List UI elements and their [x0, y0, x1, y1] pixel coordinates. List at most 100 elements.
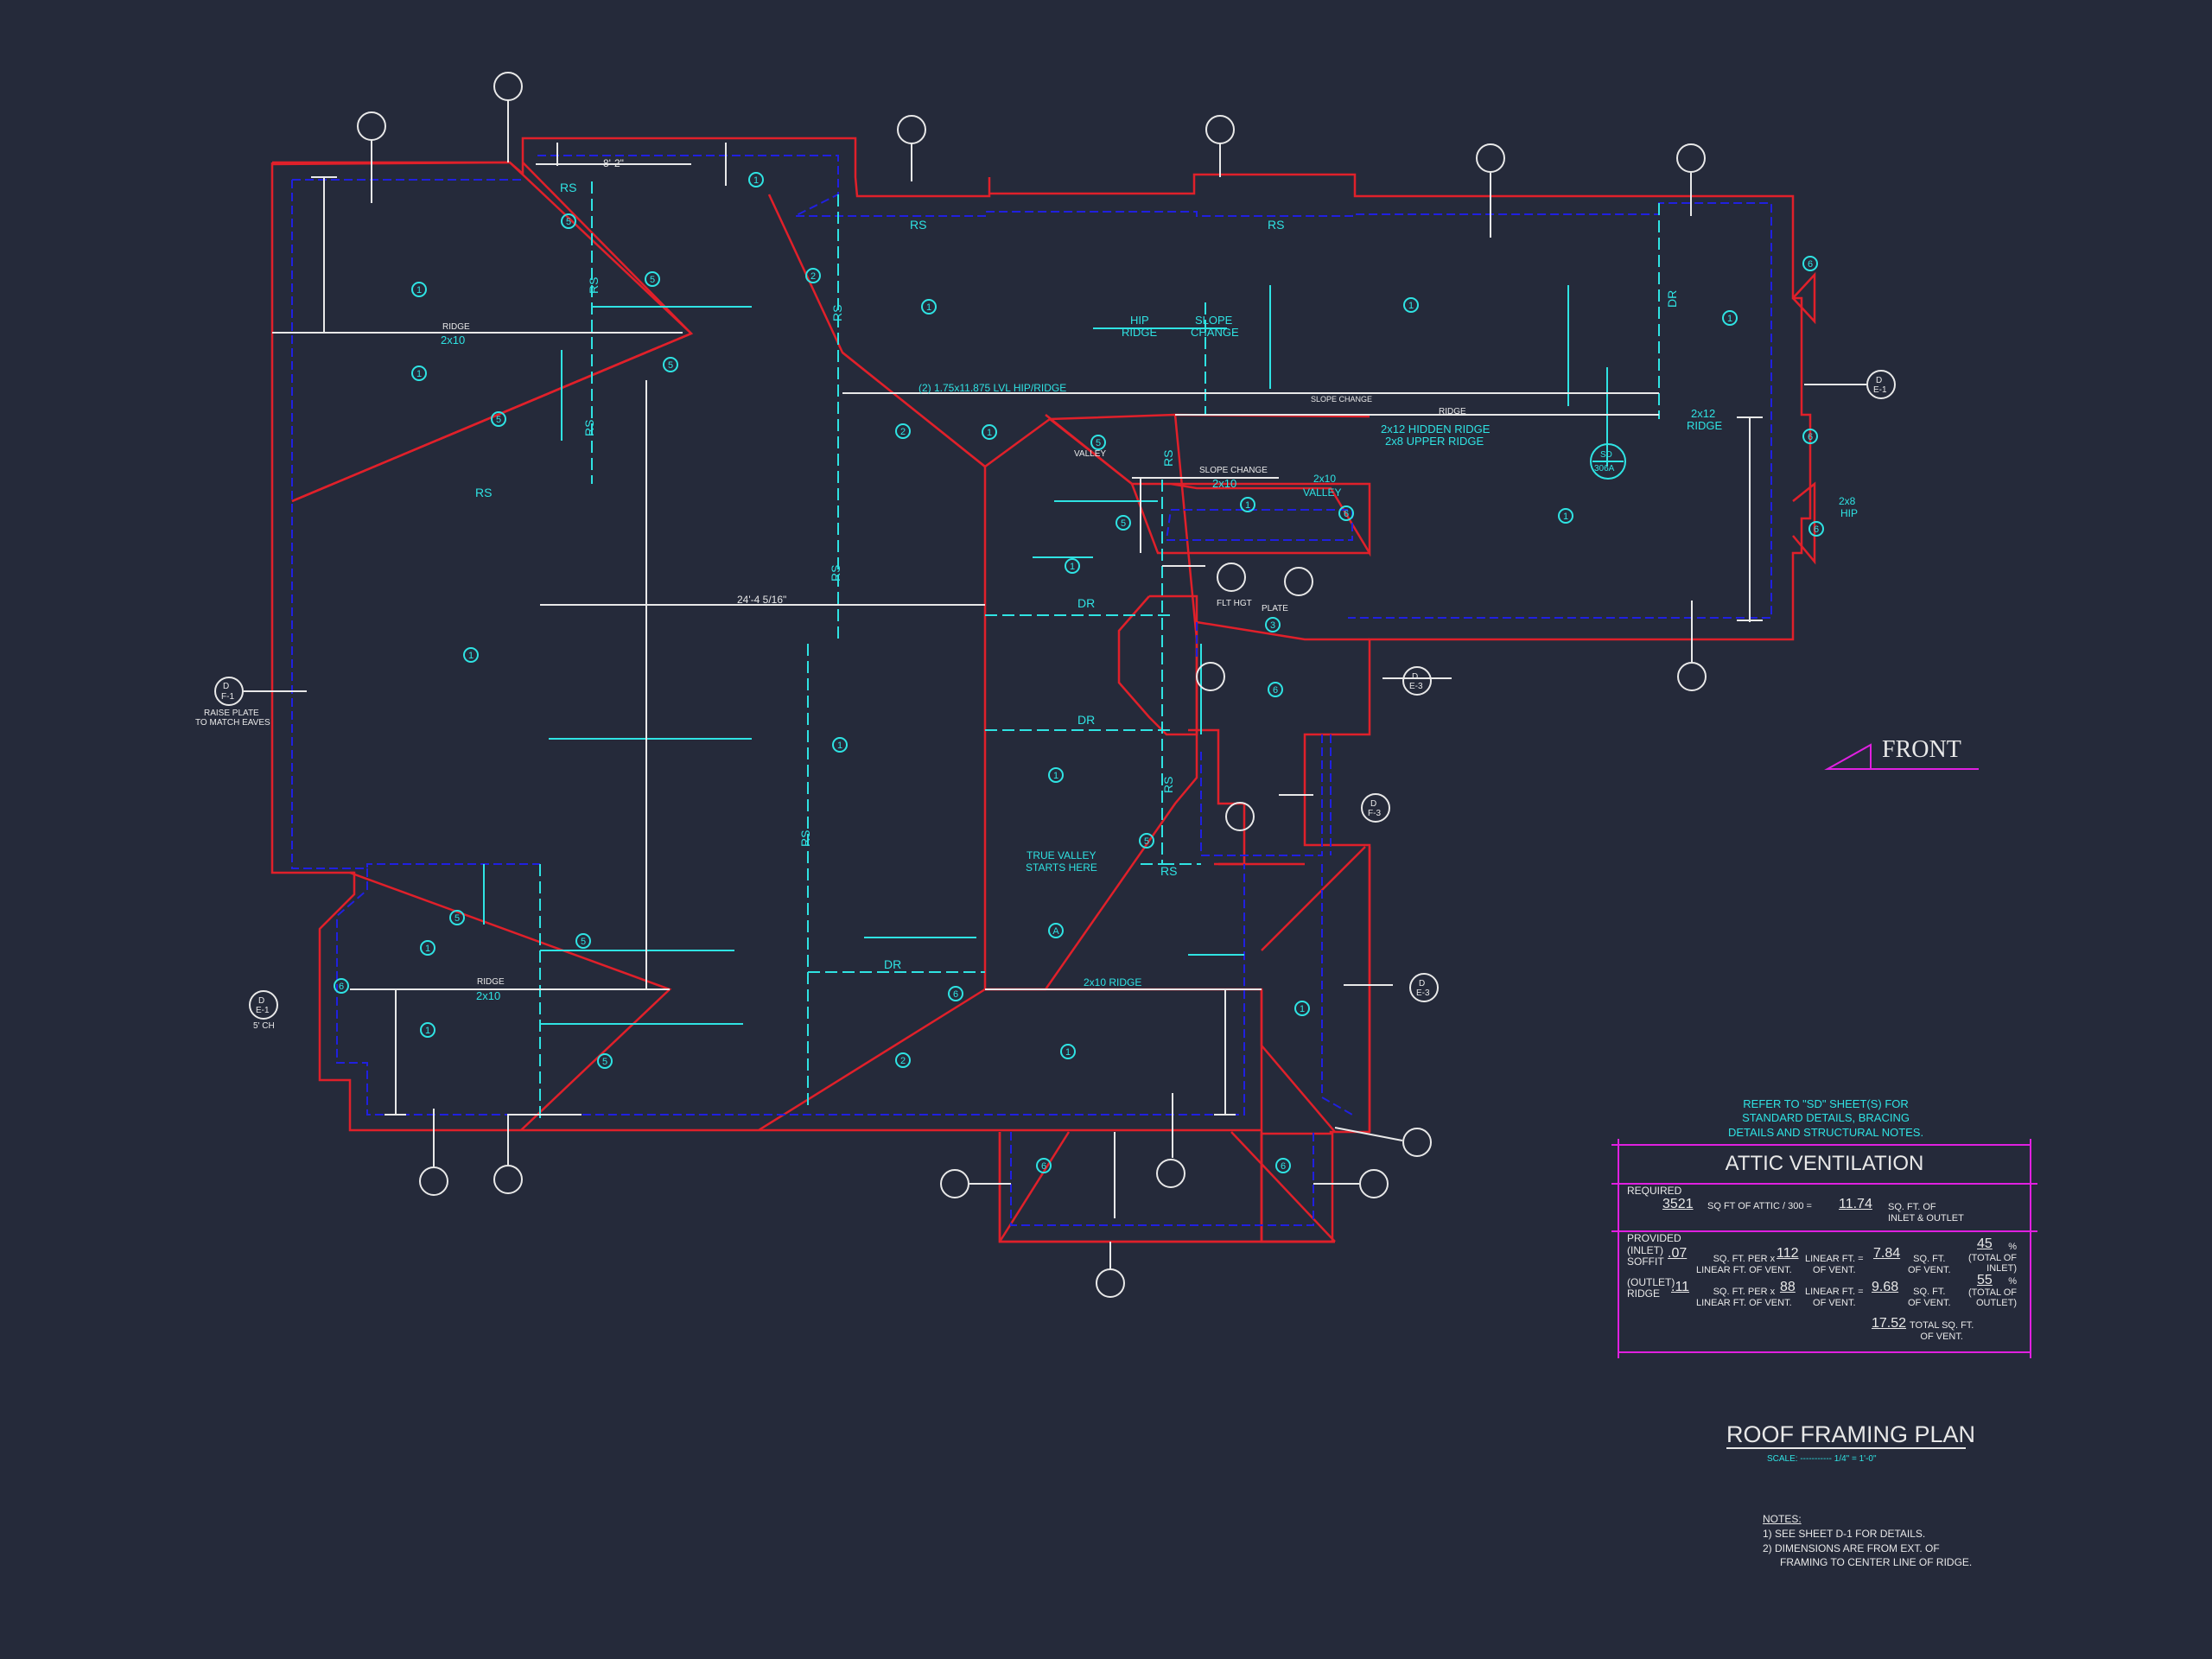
label-rs: RS [910, 218, 927, 232]
svg-text:1: 1 [425, 944, 430, 954]
refer-note-line: DETAILS AND STRUCTURAL NOTES. [1728, 1125, 1924, 1139]
sqft-text-line: OF VENT. [1908, 1297, 1951, 1308]
svg-text:5: 5 [1121, 518, 1126, 529]
inlet-length-value: 112 [1777, 1246, 1799, 1261]
pct-text-line: % [2008, 1242, 2017, 1252]
svg-text:5: 5 [454, 913, 460, 924]
detail-tag-top: D [258, 996, 265, 1006]
detail-tag-top: D [223, 682, 230, 691]
svg-text:6: 6 [339, 982, 344, 992]
detail-tag-top: D [1370, 799, 1377, 809]
svg-text:1: 1 [1065, 1047, 1071, 1058]
per-text-line: SQ. FT. PER x [1713, 1254, 1776, 1264]
dimension-label: 8'-2" [603, 157, 624, 169]
label-true-valley: TRUE VALLEY [1027, 849, 1096, 861]
notes: NOTES: 1) SEE SHEET D-1 FOR DETAILS. 2) … [1763, 1512, 1972, 1570]
scale-label: SCALE: ----------- 1/4" = 1'-0" [1767, 1454, 1877, 1464]
sqft-text-line: SQ. FT. [1913, 1254, 1946, 1264]
svg-text:1: 1 [753, 175, 759, 186]
note-item: 1) SEE SHEET D-1 FOR DETAILS. [1763, 1527, 1926, 1540]
label-306a: 306A [1594, 464, 1615, 474]
svg-text:A: A [1052, 926, 1059, 937]
required-text: SQ FT OF ATTIC / 300 = [1707, 1201, 1812, 1211]
lin-text-line: OF VENT. [1813, 1264, 1856, 1275]
svg-text:5: 5 [581, 937, 586, 947]
label-dr: DR [1077, 596, 1096, 610]
svg-text:1: 1 [416, 285, 422, 296]
slope-change-label: SLOPE CHANGE [1199, 466, 1268, 475]
svg-text:3: 3 [1270, 620, 1275, 631]
label-rs: RS [475, 486, 493, 499]
svg-text:6: 6 [1041, 1161, 1046, 1172]
dimension-label: 24'-4 5/16" [737, 594, 787, 606]
svg-text:6: 6 [1808, 259, 1813, 270]
page-title: ROOF FRAMING PLAN [1726, 1421, 1976, 1447]
svg-text:6: 6 [1273, 685, 1278, 696]
svg-text:1: 1 [416, 369, 422, 379]
required-attic-value: 3521 [1662, 1197, 1694, 1211]
svg-text:5: 5 [1144, 836, 1149, 847]
pct-text-line: (TOTAL OF [1967, 1287, 2017, 1298]
required-units: SQ. FT. OF INLET & OUTLET [1888, 1202, 1964, 1224]
label-slope: SLOPE [1195, 314, 1233, 327]
label-change: CHANGE [1191, 326, 1239, 339]
svg-text:6: 6 [1281, 1161, 1286, 1172]
outlet-label: (OUTLET) RIDGE [1627, 1276, 1675, 1300]
framing-dashed-lines [539, 181, 1660, 1123]
raise-plate-label: TO MATCH EAVES [195, 718, 270, 728]
per-text-line: LINEAR FT. OF VENT. [1696, 1297, 1792, 1308]
total-vent-text: TOTAL SQ. FT. OF VENT. [1910, 1320, 1974, 1342]
outlet-label-line: (OUTLET) [1627, 1276, 1675, 1288]
label-starts-here: STARTS HERE [1026, 861, 1097, 874]
svg-text:1: 1 [926, 302, 931, 313]
refer-note-line: STANDARD DETAILS, BRACING [1742, 1111, 1910, 1125]
label-dr: DR [884, 957, 902, 971]
notes-heading: NOTES: [1763, 1513, 1802, 1525]
label-valley: VALLEY [1303, 486, 1342, 499]
inlet-per-text: SQ. FT. PER x LINEAR FT. OF VENT. [1696, 1254, 1792, 1275]
svg-text:6: 6 [953, 989, 958, 1000]
note-item: FRAMING TO CENTER LINE OF RIDGE. [1780, 1556, 1973, 1569]
svg-text:5: 5 [602, 1057, 607, 1067]
per-text-line: SQ. FT. PER x [1713, 1287, 1776, 1297]
outlet-percent-value: 55 [1977, 1273, 1993, 1287]
label-rs: RS [798, 830, 812, 847]
label-ridge: RIDGE [1122, 326, 1158, 339]
inlet-sqft-text: SQ. FT. OF VENT. [1908, 1254, 1951, 1275]
svg-text:1: 1 [468, 651, 474, 661]
detail-tag-top: D [1419, 979, 1426, 988]
label-dr: DR [1077, 713, 1096, 727]
structural-lines [272, 143, 1763, 1218]
required-units-line: SQ. FT. OF [1888, 1202, 1936, 1212]
label-hip: HIP [1130, 314, 1149, 327]
svg-text:5: 5 [496, 415, 501, 425]
lin-text-line: LINEAR FT. = [1805, 1254, 1864, 1264]
label-ridge-2x12: 2x12 [1691, 407, 1716, 420]
svg-text:1: 1 [837, 741, 842, 751]
sqft-text-line: OF VENT. [1908, 1264, 1951, 1275]
label-rs: RS [1268, 218, 1285, 232]
inlet-percent-value: 45 [1977, 1236, 1993, 1251]
inlet-label: (INLET) SOFFIT [1627, 1244, 1664, 1268]
svg-text:1: 1 [425, 1026, 430, 1036]
label-ridge-2x10: 2x10 RIDGE [1084, 976, 1142, 988]
label-rs: RS [587, 276, 601, 294]
flt-hgt-label: FLT HGT [1217, 599, 1252, 608]
per-text-line: LINEAR FT. OF VENT. [1696, 1264, 1792, 1275]
label-dr: DR [1665, 289, 1679, 308]
inlet-percent-text: % (TOTAL OF INLET) [1965, 1242, 2017, 1274]
inlet-per-value: .07 [1668, 1246, 1688, 1261]
total-text-line: TOTAL SQ. FT. [1910, 1320, 1974, 1331]
svg-text:5: 5 [566, 217, 571, 227]
provided-label: PROVIDED [1627, 1232, 1681, 1244]
svg-text:1: 1 [1563, 512, 1568, 522]
outlet-per-value: .11 [1671, 1280, 1690, 1294]
svg-text:1: 1 [1300, 1004, 1305, 1014]
svg-text:2: 2 [900, 427, 906, 437]
ridge-label: RIDGE [1439, 407, 1466, 416]
ch-label: 5' CH [253, 1021, 275, 1031]
pct-text-line: OUTLET) [1975, 1298, 2017, 1309]
svg-text:6: 6 [1814, 524, 1819, 535]
detail-tag-bottom: F-1 [221, 692, 234, 702]
total-vent-value: 17.52 [1872, 1316, 1907, 1331]
